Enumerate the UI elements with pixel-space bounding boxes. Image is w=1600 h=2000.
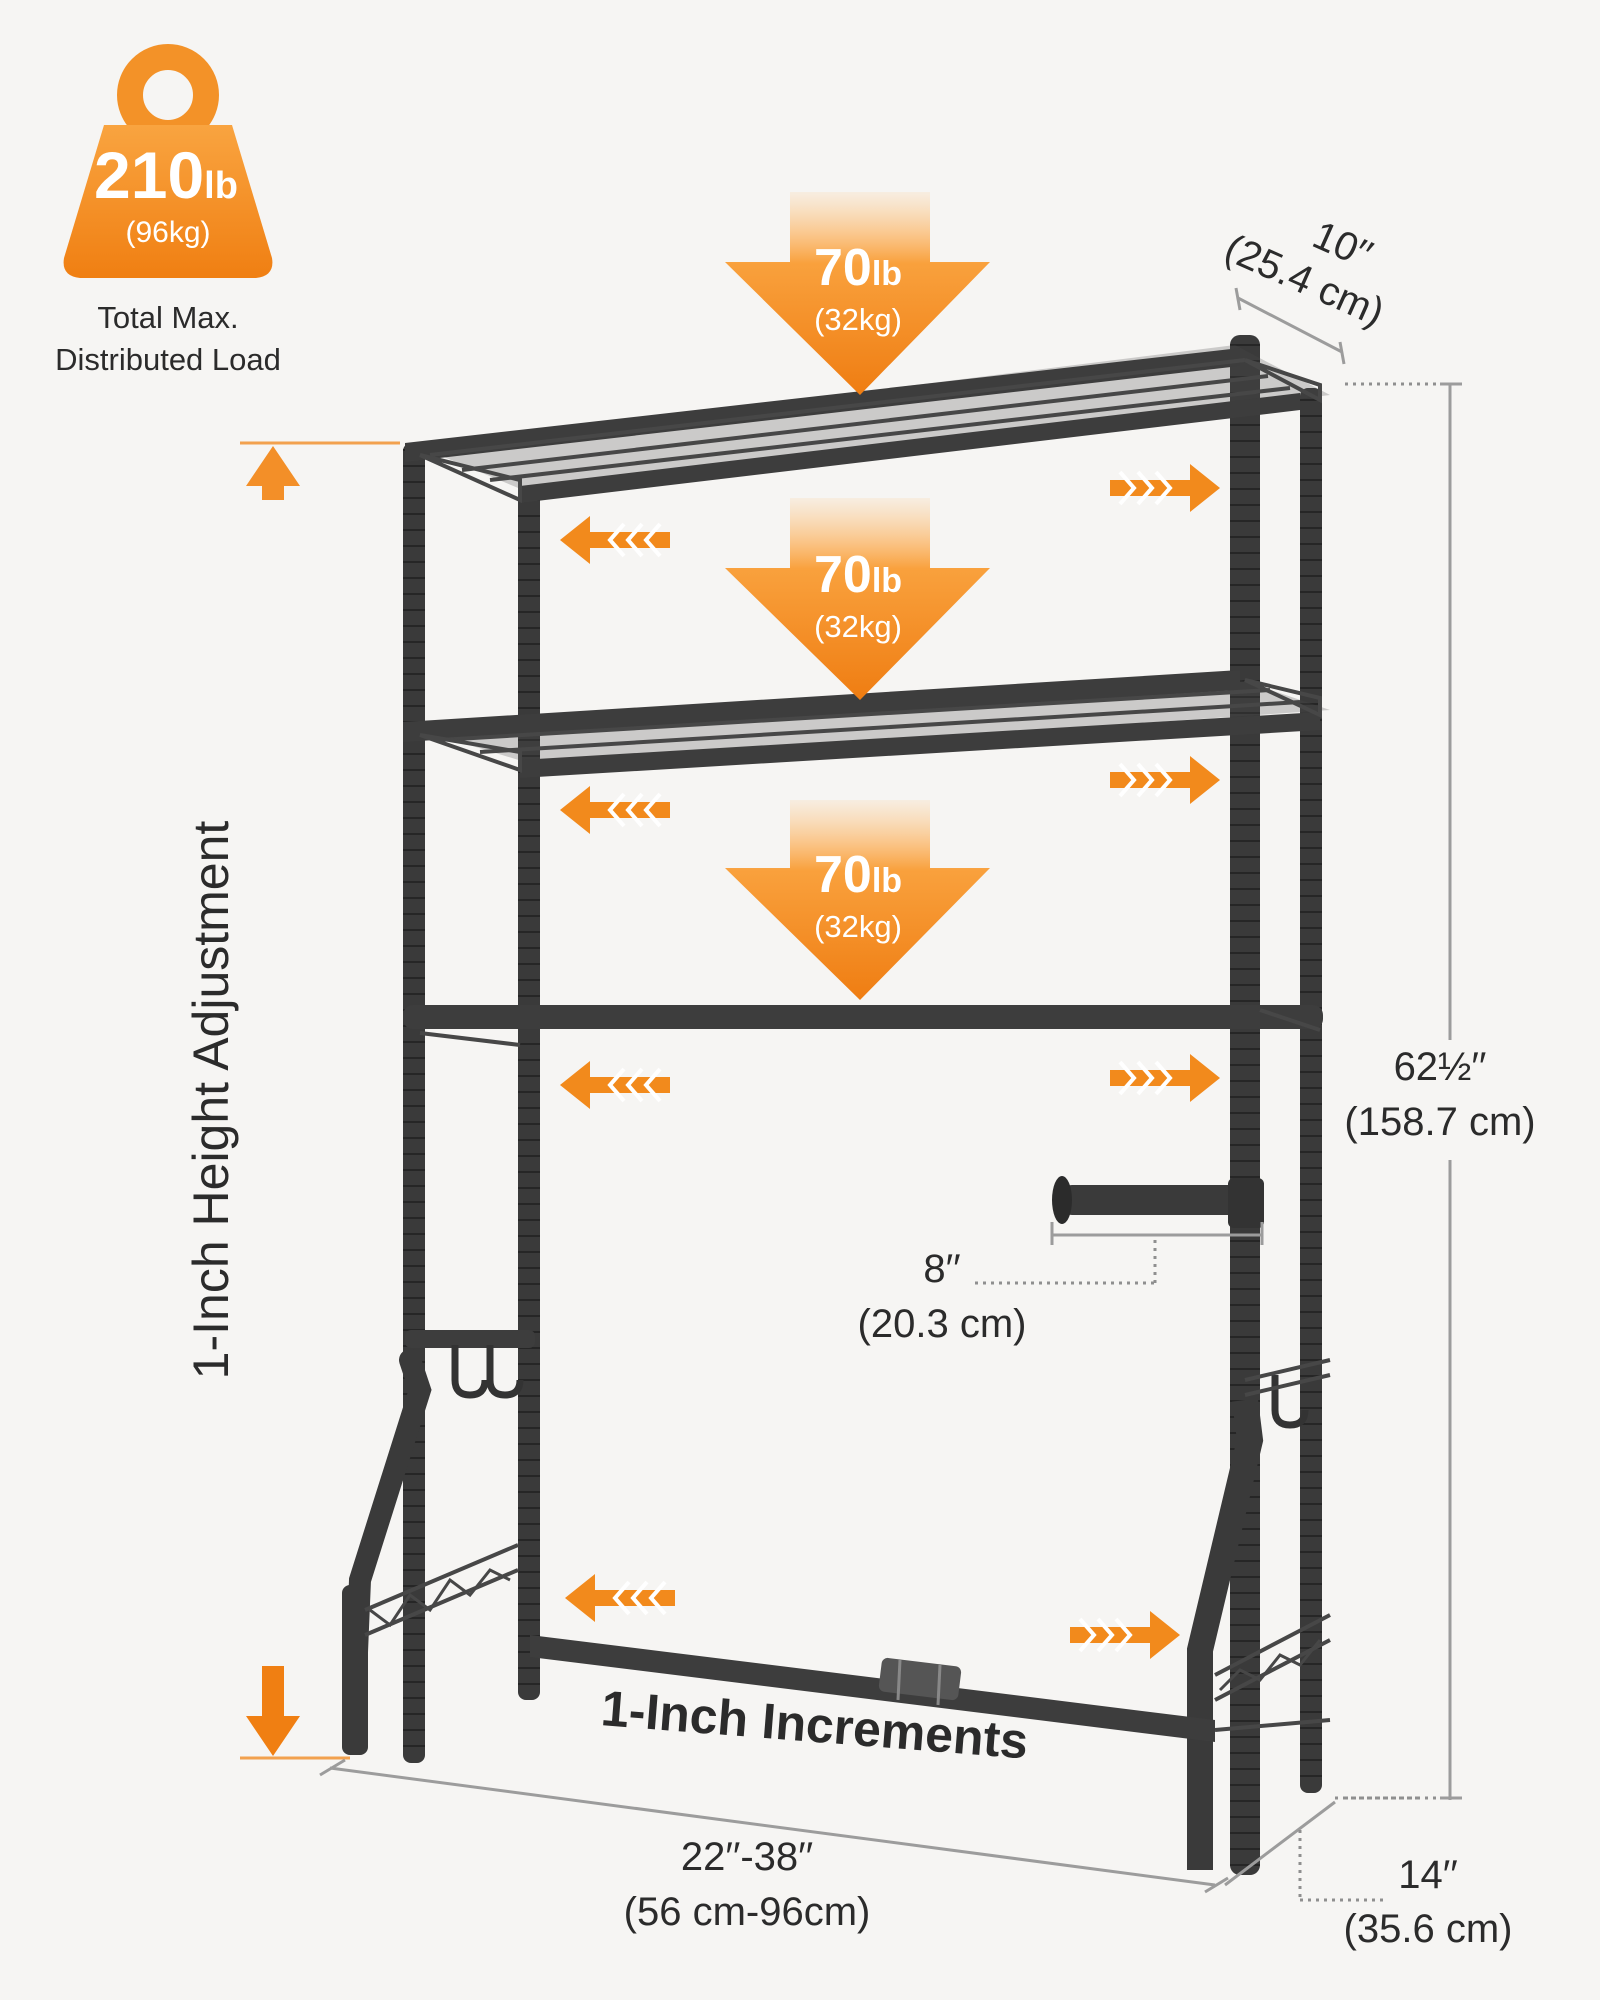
shelf-middle [403, 670, 1330, 778]
dimension-holder: 8′′ (20.3 cm) [858, 1222, 1264, 1346]
holder-metric: (20.3 cm) [858, 1302, 1027, 1346]
down-arrow-icon [725, 192, 990, 395]
paper-holder [1052, 1176, 1264, 1228]
total-load-metric: (96kg) [125, 216, 210, 249]
base-depth-imperial: 14′′ [1398, 1853, 1458, 1897]
total-load-caption-1: Total Max. [97, 300, 238, 335]
storage-rack [342, 335, 1331, 1875]
double-arrow-icon [565, 1574, 675, 1622]
height-imperial: 62½′′ [1394, 1045, 1487, 1089]
width-imperial: 22′′-38′′ [681, 1835, 813, 1879]
shelf-load-metric-2: (32kg) [814, 609, 902, 644]
height-adjustment-label: 1-Inch Height Adjustment [183, 821, 239, 1380]
weight-icon [63, 44, 273, 278]
shelf-load-value-2: 70lb [814, 546, 902, 604]
shelf-lower [403, 1005, 1323, 1047]
shelf-load-metric-1: (32kg) [814, 302, 902, 337]
shelf-load-value-1: 70lb [814, 239, 902, 297]
dimension-height: 62½′′ (158.7 cm) [1344, 382, 1555, 1800]
expand-arrows [560, 464, 1220, 1659]
double-arrow-icon [560, 786, 670, 834]
down-arrow-icon [725, 800, 990, 1000]
telescoping-bar [530, 1635, 1215, 1742]
hook-icon [451, 1345, 524, 1399]
width-metric: (56 cm-96cm) [624, 1890, 871, 1934]
holder-imperial: 8′′ [923, 1247, 960, 1291]
dimension-base-depth: 14′′ (35.6 cm) [1224, 1796, 1513, 1951]
double-arrow-icon [1110, 756, 1220, 804]
double-arrow-icon [1110, 464, 1220, 512]
hook-icon [1271, 1375, 1309, 1429]
up-arrow-icon [246, 446, 300, 500]
shelf-load-arrow-3: 70lb (32kg) [725, 800, 990, 1000]
down-arrow-icon [246, 1666, 300, 1756]
total-load-caption-2: Distributed Load [55, 342, 281, 377]
shelf-top [405, 345, 1330, 504]
double-arrow-icon [560, 1061, 670, 1109]
height-adjustment-indicator: 1-Inch Height Adjustment [183, 441, 400, 1760]
shelf-load-metric-3: (32kg) [814, 909, 902, 944]
total-load-value: 210lb [94, 138, 238, 212]
shelf-load-arrow-2: 70lb (32kg) [725, 498, 990, 700]
right-leg-assembly [1187, 1358, 1331, 1870]
double-arrow-icon [1110, 1054, 1220, 1102]
total-load-badge: 210lb (96kg) Total Max. Distributed Load [55, 44, 281, 377]
left-leg-assembly [342, 1330, 535, 1755]
shelf-load-value-3: 70lb [814, 846, 902, 904]
height-metric: (158.7 cm) [1344, 1100, 1535, 1144]
double-arrow-icon [1070, 1611, 1180, 1659]
down-arrow-icon [725, 498, 990, 700]
base-depth-metric: (35.6 cm) [1344, 1907, 1513, 1951]
shelf-load-arrow-1: 70lb (32kg) [725, 192, 990, 395]
double-arrow-icon [560, 516, 670, 564]
